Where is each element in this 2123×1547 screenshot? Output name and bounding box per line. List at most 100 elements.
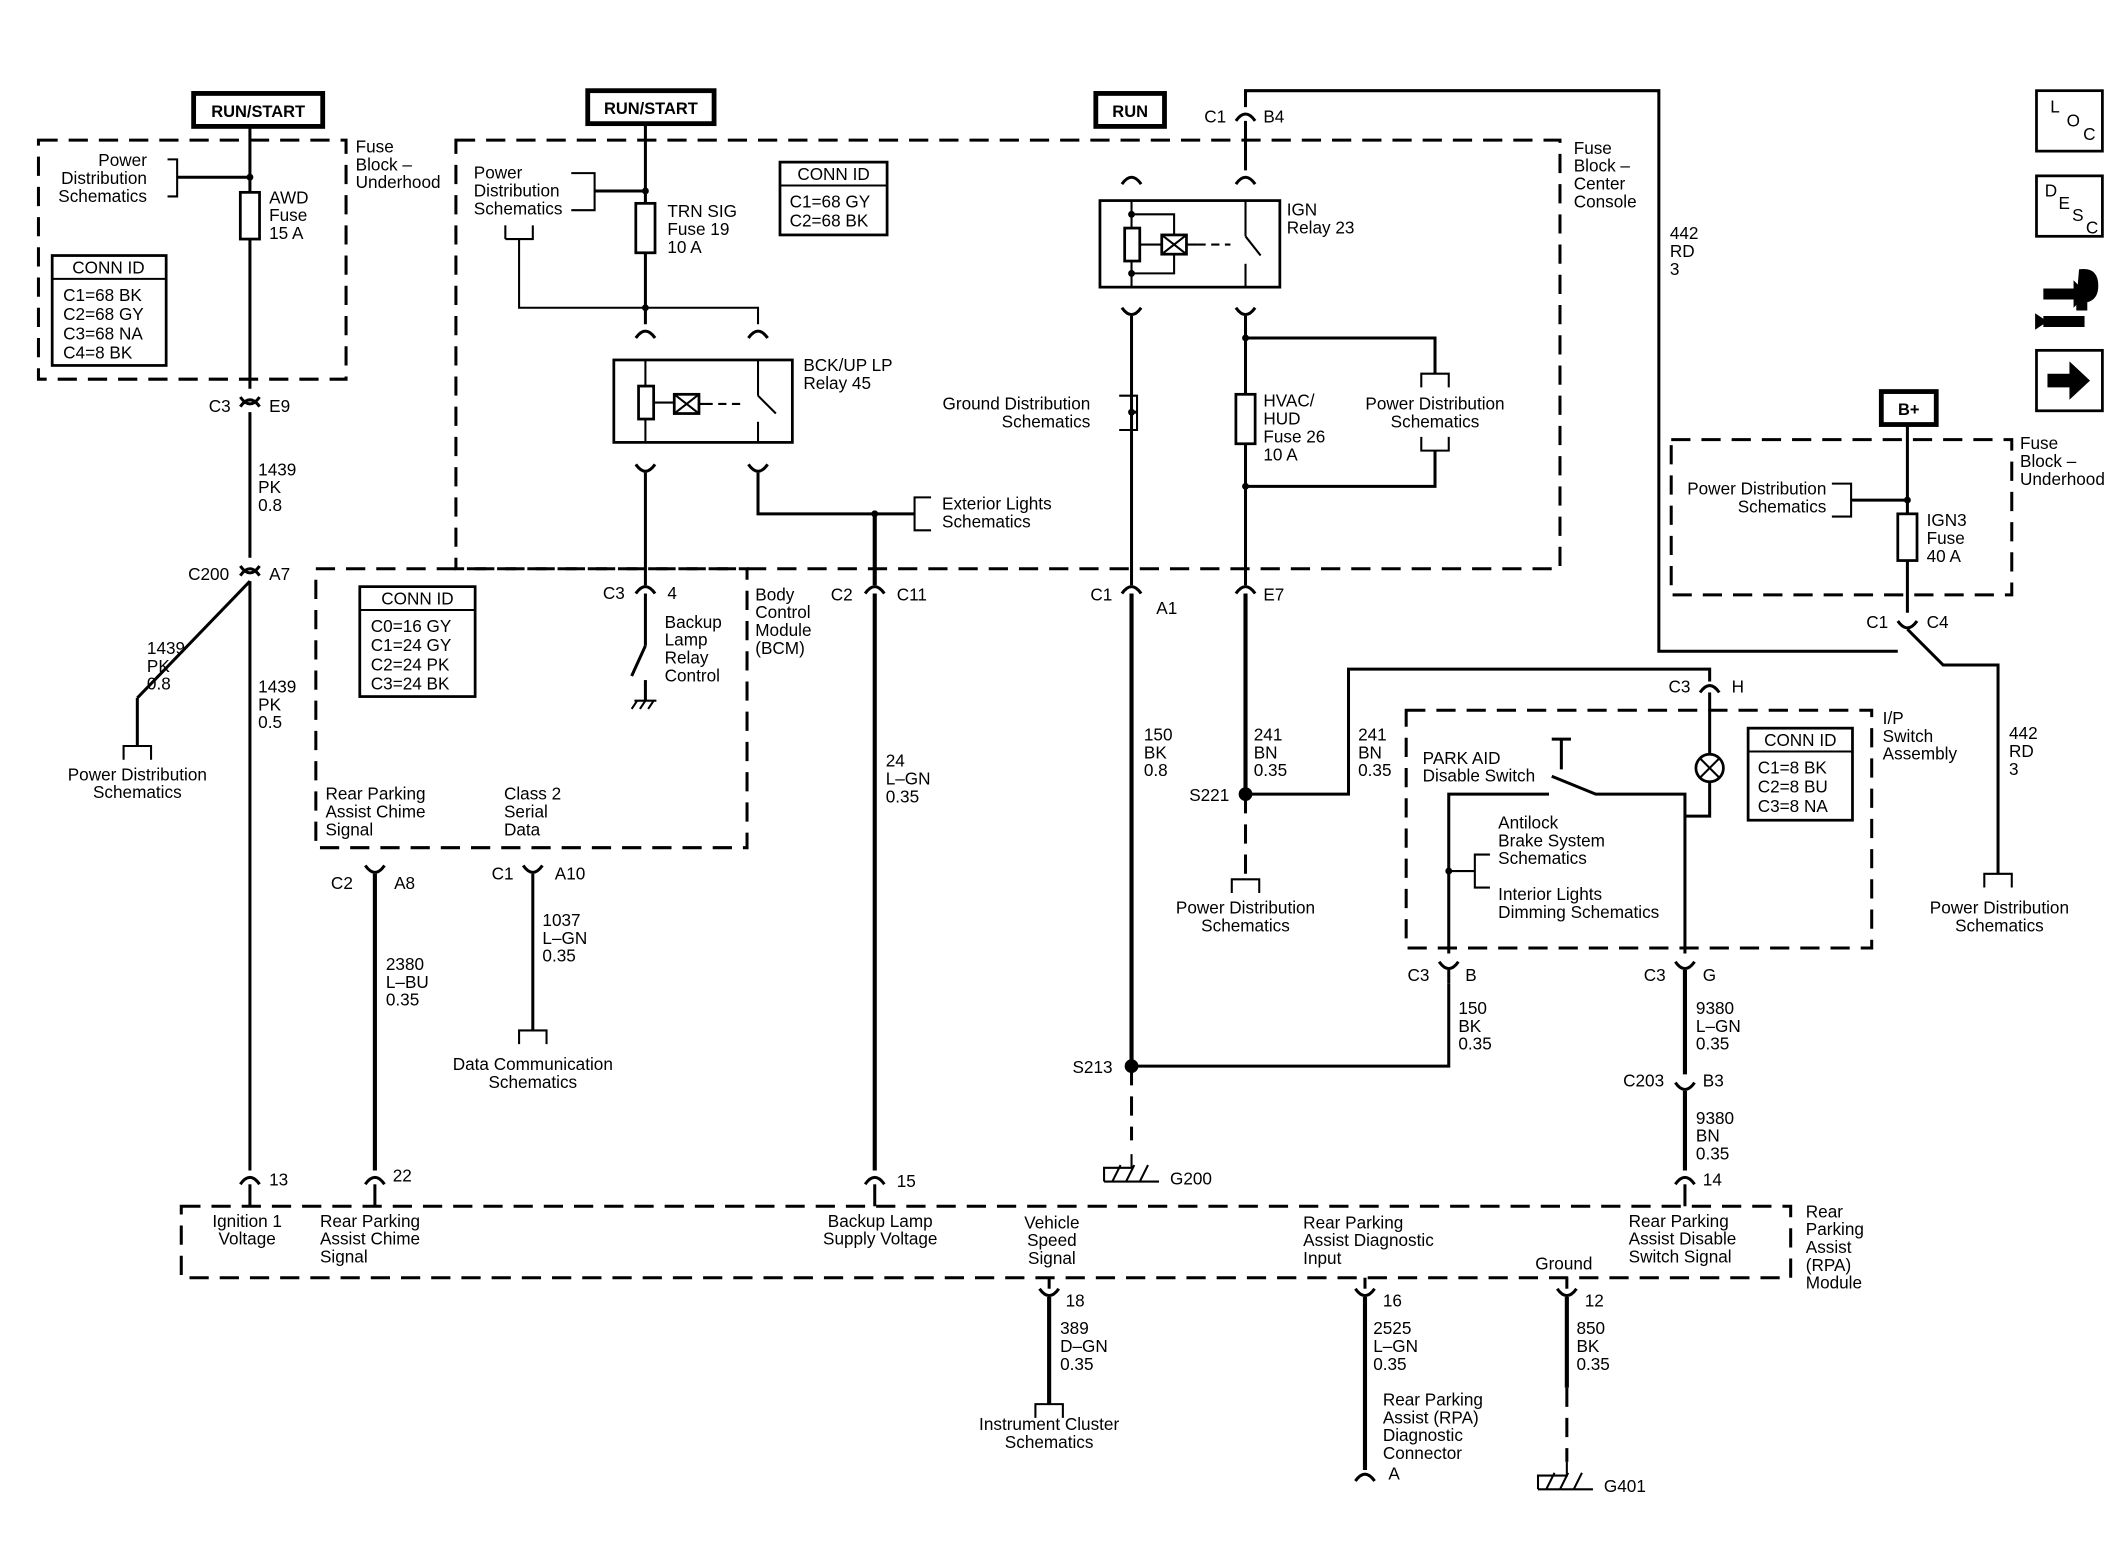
svg-text:HVAC/: HVAC/ [1263, 391, 1314, 411]
connector-c1-a10: C1 [492, 863, 514, 883]
svg-text:Control: Control [665, 665, 720, 685]
svg-text:Signal: Signal [1028, 1248, 1076, 1268]
svg-text:2525: 2525 [1373, 1318, 1411, 1338]
svg-text:Assist Chime: Assist Chime [320, 1229, 420, 1249]
chime-signal-circuit [364, 864, 386, 1207]
ip-switch-enclosure [1404, 708, 1874, 950]
ground-g200: G200 [1170, 1168, 1212, 1188]
connector-tool-icon[interactable] [2035, 268, 2099, 330]
svg-text:2380: 2380 [386, 954, 424, 974]
wire-241-b-label: 241 BN 0.35 [1358, 725, 1391, 781]
svg-text:RUN/START: RUN/START [211, 103, 305, 121]
desc-icon[interactable]: D E S C [2035, 174, 2104, 238]
svg-text:Power Distribution: Power Distribution [68, 764, 207, 784]
svg-text:0.35: 0.35 [1373, 1354, 1406, 1374]
svg-text:Module: Module [755, 620, 811, 640]
svg-text:9380: 9380 [1696, 998, 1734, 1018]
svg-text:BN: BN [1254, 742, 1278, 762]
rpa-pin-13: 13 [269, 1170, 288, 1190]
svg-text:Body: Body [755, 584, 795, 604]
rpa-backup-label: Backup Lamp Supply Voltage [823, 1211, 937, 1249]
connector-a10: A10 [555, 863, 586, 883]
fuse-block-underhood-right [1669, 438, 2014, 597]
connector-c3-h: C3 [1668, 676, 1690, 696]
svg-text:Relay 23: Relay 23 [1287, 218, 1355, 238]
next-arrow-icon[interactable] [2035, 348, 2104, 413]
svg-text:389: 389 [1060, 1318, 1089, 1338]
svg-text:Rear Parking: Rear Parking [325, 784, 425, 804]
svg-text:850: 850 [1576, 1318, 1605, 1338]
svg-text:D: D [2045, 180, 2057, 200]
backup-lamp-supply-circuit [863, 513, 886, 1207]
svg-text:C3=24 BK: C3=24 BK [371, 674, 450, 694]
wire-389-label: 389 D–GN 0.35 [1060, 1318, 1108, 1374]
ign3-circuit [1851, 424, 2013, 888]
data-communication-ref: Data Communication Schematics [453, 1054, 613, 1092]
splice-s221: S221 [1189, 667, 1712, 805]
svg-text:Assist Disable: Assist Disable [1629, 1229, 1737, 1249]
rpa-diagnostic-connector-label: Rear Parking Assist (RPA) Diagnostic Con… [1383, 1389, 1483, 1483]
svg-text:Schematics: Schematics [474, 198, 563, 218]
exterior-lights-ref: Exterior Lights Schematics [913, 494, 1052, 532]
svg-text:Parking: Parking [1806, 1219, 1864, 1239]
connector-h: H [1732, 676, 1744, 696]
svg-text:Fuse 26: Fuse 26 [1263, 426, 1325, 446]
svg-text:Block –: Block – [1574, 156, 1631, 176]
connector-a7: A7 [269, 564, 290, 584]
svg-text:Antilock: Antilock [1498, 812, 1558, 832]
wire-1439-left-label: 1439 PK 0.8 [147, 638, 185, 694]
rpa-pin-12: 12 [1585, 1291, 1604, 1311]
svg-text:Power: Power [474, 163, 523, 183]
svg-text:Relay: Relay [665, 648, 709, 668]
svg-text:Schematics: Schematics [1498, 848, 1587, 868]
svg-text:Backup: Backup [665, 612, 722, 632]
svg-text:CONN ID: CONN ID [1764, 730, 1836, 750]
svg-text:Brake System: Brake System [1498, 830, 1605, 850]
connector-c3-g: C3 [1644, 965, 1666, 985]
pds-ref-s221: Power Distribution Schematics [1176, 878, 1315, 935]
svg-text:S213: S213 [1072, 1057, 1112, 1077]
connector-c11: C11 [897, 584, 927, 604]
wire-1439-top-label: 1439 PK 0.8 [258, 459, 296, 515]
svg-text:C3=8 NA: C3=8 NA [1758, 796, 1829, 816]
wire-150-b-label: 150 BK 0.35 [1458, 998, 1491, 1054]
svg-text:O: O [2067, 110, 2080, 130]
loc-icon[interactable]: L O C [2035, 89, 2104, 153]
fuse-block-center-console [454, 138, 1562, 571]
bcm-class2-label: Class 2 Serial Data [504, 784, 561, 840]
connector-c1-a1: C1 [1090, 584, 1112, 604]
wire-150-main-label: 150 BK 0.8 [1144, 725, 1173, 781]
svg-text:Schematics: Schematics [1005, 1432, 1094, 1452]
svg-text:0.35: 0.35 [1060, 1354, 1093, 1374]
svg-text:Distribution: Distribution [61, 168, 147, 188]
rpa-ignition-label: Ignition 1 Voltage [212, 1211, 282, 1249]
svg-text:0.8: 0.8 [1144, 760, 1168, 780]
svg-text:Interior Lights: Interior Lights [1498, 884, 1602, 904]
conn-id-fuse-underhood: CONN ID C1=68 BK C2=68 GY C3=68 NA C4=8 … [50, 254, 168, 367]
svg-text:C1=8 BK: C1=8 BK [1758, 757, 1828, 777]
svg-text:Distribution: Distribution [474, 180, 560, 200]
bcm-chime-label: Rear Parking Assist Chime Signal [325, 784, 425, 840]
svg-text:Console: Console [1574, 191, 1637, 211]
pds-ref-hvac: Power Distribution Schematics [1365, 372, 1505, 452]
svg-text:Class 2: Class 2 [504, 784, 561, 804]
svg-text:PK: PK [147, 656, 170, 676]
pds-ref-underhood-left: Power Distribution Schematics [58, 150, 179, 206]
fuse-block-underhood-left-label: Fuse Block – Underhood [356, 136, 441, 192]
svg-text:Schematics: Schematics [942, 512, 1031, 532]
svg-text:BCK/UP LP: BCK/UP LP [803, 355, 892, 375]
svg-text:L–GN: L–GN [1373, 1336, 1418, 1356]
svg-text:0.35: 0.35 [1458, 1034, 1491, 1054]
conn-id-bcm: CONN ID C0=16 GY C1=24 GY C2=24 PK C3=24… [358, 585, 477, 698]
svg-text:Schematics: Schematics [93, 782, 182, 802]
svg-text:Instrument Cluster: Instrument Cluster [979, 1414, 1119, 1434]
svg-text:Rear Parking: Rear Parking [320, 1211, 420, 1231]
pds-ref-left: Power Distribution Schematics [68, 744, 207, 802]
backup-lamp-relay-control-label: Backup Lamp Relay Control [665, 612, 722, 686]
conn-id-ip-switch: CONN ID C1=8 BK C2=8 BU C3=8 NA [1746, 726, 1854, 822]
svg-text:I/P: I/P [1883, 708, 1904, 728]
svg-text:Ground Distribution: Ground Distribution [943, 393, 1091, 413]
svg-text:Fuse: Fuse [1574, 138, 1612, 158]
svg-text:150: 150 [1144, 725, 1173, 745]
park-aid-switch-label: PARK AID Disable Switch [1423, 748, 1535, 786]
